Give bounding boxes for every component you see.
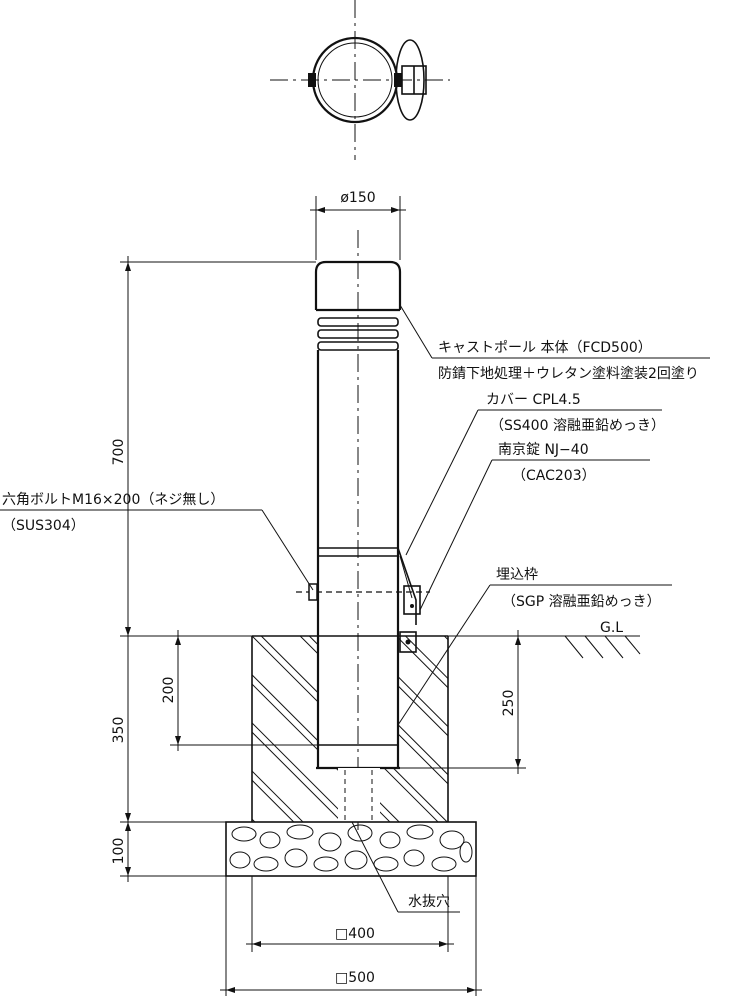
dimension-500: □500 <box>220 876 482 996</box>
gravel-base-outline <box>225 821 477 877</box>
sleeve-label-1: 埋込枠 <box>496 567 538 583</box>
leader-body: キャストポール 本体（FCD500） 防錆下地処理＋ウレタン塗料塗装2回塗り <box>399 304 710 382</box>
leader-sleeve: 埋込枠 （SGP 溶融亜鉛めっき） <box>397 567 672 726</box>
dimension-100: 100 <box>111 816 226 882</box>
inner-width-label: □400 <box>335 926 375 942</box>
dimension-250: 250 <box>400 630 526 774</box>
lock-label-1: 南京錠 NJ−40 <box>498 442 589 458</box>
leader-cover: カバー CPL4.5 （SS400 溶融亜鉛めっき） <box>405 392 665 556</box>
leader-lock: 南京錠 NJ−40 （CAC203） <box>419 442 650 611</box>
height-700-label: 700 <box>111 439 127 466</box>
diameter-label: ø150 <box>340 190 375 206</box>
body-label-1: キャストポール 本体（FCD500） <box>438 340 652 356</box>
padlock <box>403 585 421 615</box>
cover-label-2: （SS400 溶融亜鉛めっき） <box>490 418 665 434</box>
leader-drain: 水抜穴 <box>351 821 460 913</box>
cover-label-1: カバー CPL4.5 <box>486 392 581 408</box>
bolt-and-cover <box>296 547 430 653</box>
ground-line: G.L <box>120 620 641 659</box>
lock-label-2: （CAC203） <box>512 468 596 484</box>
foundation-350-label: 350 <box>111 717 127 744</box>
pole-cap <box>314 260 402 310</box>
dimension-350: 350 <box>111 630 226 828</box>
diameter-dimension: ø150 <box>310 190 406 260</box>
sleeve-250-label: 250 <box>501 690 517 717</box>
dimension-400: □400 <box>246 876 454 952</box>
cover-plate <box>397 547 417 625</box>
foundation-concrete <box>251 636 449 822</box>
body-label-2: 防錆下地処理＋ウレタン塗料塗装2回塗り <box>438 365 699 382</box>
plan-bolt-head-right <box>394 73 402 87</box>
plan-pole-inner-circle <box>317 42 393 118</box>
plan-view <box>270 0 450 160</box>
base-100-label: 100 <box>111 838 127 865</box>
bolt-label-1: 六角ボルトM16×200（ネジ無し） <box>2 492 224 508</box>
sleeve-label-2: （SGP 溶融亜鉛めっき） <box>502 594 661 610</box>
outer-width-label: □500 <box>335 970 375 986</box>
dimension-200: 200 <box>161 630 318 751</box>
bolt-head <box>308 583 318 601</box>
leader-bolt: 六角ボルトM16×200（ネジ無し） （SUS304） <box>0 492 314 591</box>
gravel-base <box>225 821 477 877</box>
bolt-label-2: （SUS304） <box>2 518 85 534</box>
gl-label: G.L <box>600 620 623 636</box>
plan-bolt-head-left <box>308 73 316 87</box>
dimension-700: 700 <box>111 256 316 642</box>
plan-cover-plate <box>395 39 425 121</box>
drain-label: 水抜穴 <box>408 894 450 910</box>
embed-200-label: 200 <box>161 677 177 704</box>
